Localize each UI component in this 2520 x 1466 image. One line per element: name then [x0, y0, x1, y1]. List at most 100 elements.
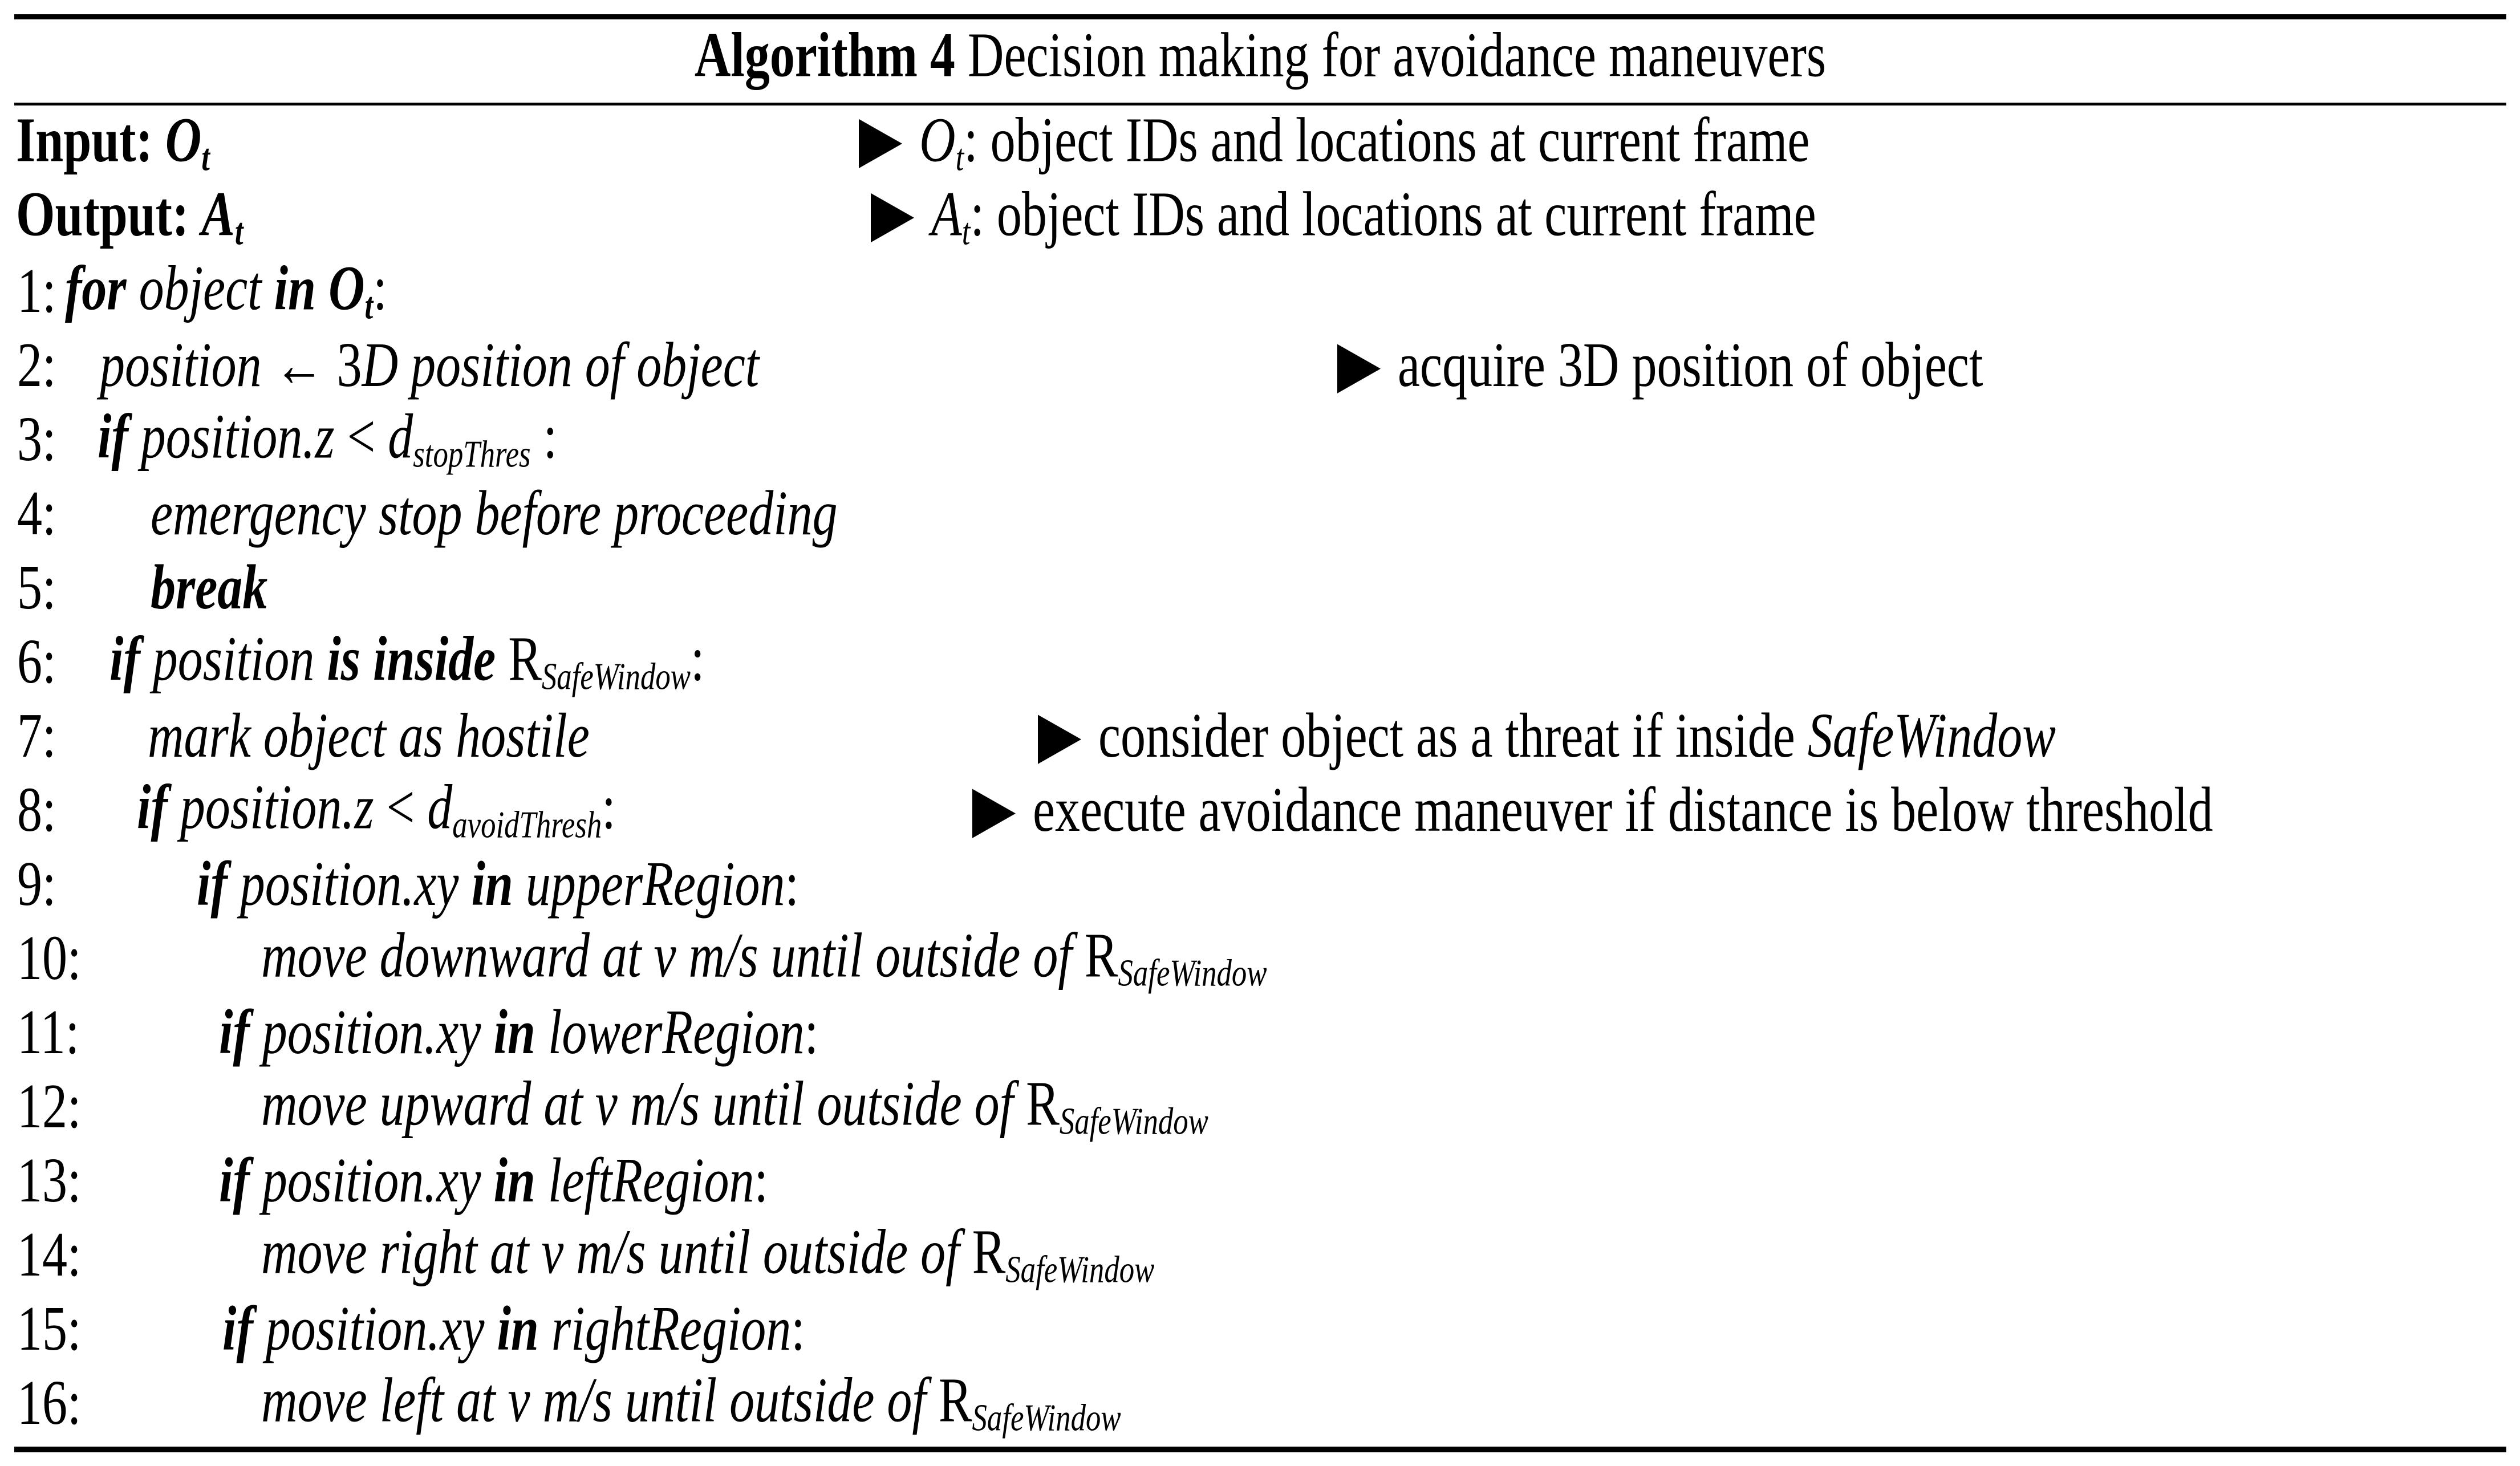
- text-segment: if: [109, 624, 153, 695]
- text-segment: upperRegion: [525, 849, 785, 920]
- code-text: if position.z < dstopThres :: [98, 390, 557, 501]
- comment-marker-icon: [972, 789, 1016, 838]
- inline-comment: execute avoidance maneuver if distance i…: [972, 764, 2213, 858]
- header-rule: [14, 103, 2506, 105]
- algo-line-16: 16:move left at v m/s until outside of R…: [0, 1366, 2520, 1445]
- code-text: if position.xy in rightRegion:: [222, 1282, 805, 1376]
- text-segment: break: [151, 553, 268, 623]
- text-segment: position.xy: [265, 1294, 497, 1365]
- algo-line-12: 12: move upward at v m/s until outside of…: [0, 1069, 2520, 1149]
- code-text: move left at v m/s until outside of RSaf…: [261, 1354, 1121, 1465]
- text-segment: position.xy: [262, 997, 494, 1068]
- comment-marker-icon: [1337, 344, 1381, 393]
- text-segment: in: [471, 849, 526, 920]
- text-segment: :: [754, 1146, 768, 1216]
- text-segment: R: [1026, 1069, 1060, 1139]
- code-text: if position.z < davoidThresh:: [137, 761, 616, 872]
- text-segment: if: [137, 772, 180, 843]
- text-segment: SafeWindow: [1118, 952, 1267, 994]
- text-segment: SafeWindow: [541, 656, 691, 698]
- text-segment: :: [373, 253, 387, 324]
- text-segment: stopThres: [413, 433, 531, 476]
- text-segment: move upward at v m/s until outside of: [261, 1069, 1026, 1139]
- line-number: 4:: [17, 478, 56, 549]
- text-segment: if: [222, 1294, 266, 1365]
- inline-comment: At: object IDs and locations at current …: [871, 168, 1816, 279]
- inline-comment: acquire 3D position of object: [1337, 319, 1983, 413]
- algorithm-caption: Decision making for avoidance maneuvers: [955, 20, 1827, 91]
- line-number: 5:: [17, 553, 56, 623]
- text-segment: position.z: [140, 401, 347, 472]
- code-text: move downward at v m/s until outside of …: [261, 909, 1267, 1020]
- comment-marker-icon: [859, 119, 902, 169]
- text-segment: object: [139, 253, 274, 324]
- text-segment: d: [388, 401, 413, 472]
- code-text: if position is inside RSafeWindow:: [109, 612, 704, 724]
- text-segment: O: [919, 105, 956, 176]
- algo-line-8: 8:if position.z < davoidThresh:execute a…: [0, 773, 2520, 852]
- algo-line-10: 10: move downward at v m/s until outside …: [0, 921, 2520, 1001]
- text-segment: if: [219, 997, 262, 1068]
- text-segment: mark object as hostile: [148, 701, 590, 771]
- line-number: 11:: [17, 997, 80, 1068]
- text-segment: leftRegion: [547, 1146, 754, 1216]
- text-segment: move downward at v m/s until outside of: [261, 920, 1085, 991]
- code-text: move right at v m/s until outside of RSa…: [261, 1205, 1154, 1317]
- text-segment: :: [785, 849, 799, 920]
- text-segment: if: [197, 849, 240, 920]
- text-segment: O: [328, 253, 365, 324]
- text-segment: in: [493, 997, 548, 1068]
- line-number: 1:: [17, 256, 56, 327]
- code-text: position ← 3D position of object: [100, 319, 759, 413]
- code-text: break: [151, 541, 267, 635]
- text-segment: : object IDs and locations at current fr…: [964, 105, 1810, 176]
- text-segment: in: [497, 1294, 551, 1365]
- algo-line-6: 6:if position is inside RSafeWindow:: [0, 624, 2520, 704]
- comment-marker-icon: [871, 193, 914, 243]
- code-text: if position.xy in leftRegion:: [219, 1134, 768, 1228]
- line-number: 16:: [17, 1368, 82, 1439]
- algorithm-title-text: Algorithm 4 Decision making for avoidanc…: [695, 2, 1826, 109]
- inline-comment: Ot: object IDs and locations at current …: [859, 94, 1809, 205]
- algo-line-5: 5: break: [0, 553, 2520, 630]
- text-segment: R: [972, 1217, 1006, 1288]
- algo-line-11: 11:if position.xy in lowerRegion:: [0, 997, 2520, 1075]
- code-text: emergency stop before proceeding: [151, 467, 838, 561]
- algo-line-14: 14:move right at v m/s until outside of …: [0, 1217, 2520, 1297]
- text-segment: O: [165, 105, 202, 176]
- text-segment: :: [602, 772, 616, 843]
- inline-comment: consider object as a threat if inside Sa…: [1038, 689, 2056, 783]
- text-segment: <: [347, 401, 388, 472]
- line-number: 10:: [17, 923, 82, 994]
- text-segment: : object IDs and locations at current fr…: [970, 179, 1816, 250]
- text-segment: is inside: [327, 624, 509, 695]
- text-segment: t: [364, 285, 374, 327]
- algo-line-3: 3:if position.z < dstopThres :: [0, 402, 2520, 482]
- text-segment: t: [961, 211, 971, 253]
- line-number: 7:: [17, 701, 56, 771]
- text-segment: R: [508, 624, 542, 695]
- line-number: 6:: [17, 627, 56, 697]
- line-number: 12:: [17, 1071, 82, 1142]
- code-text: move upward at v m/s until outside of RS…: [261, 1057, 1208, 1168]
- comment-marker-icon: [1038, 714, 1081, 764]
- line-number: 2:: [17, 330, 56, 401]
- text-segment: Input:: [16, 105, 165, 176]
- bottom-rule: [14, 1447, 2506, 1452]
- code-text: for object in Ot:: [65, 242, 387, 353]
- line-number: 14:: [17, 1220, 82, 1290]
- text-segment: in: [493, 1146, 548, 1216]
- text-segment: rightRegion: [551, 1294, 792, 1365]
- text-segment: consider object as a threat if inside: [1098, 701, 1808, 771]
- line-number: 15:: [17, 1294, 82, 1365]
- text-segment: D position of object: [362, 330, 760, 401]
- algo-line-7: 7: mark object as hostile consider object …: [0, 701, 2520, 778]
- text-segment: if: [98, 401, 141, 472]
- text-segment: Output:: [16, 179, 202, 250]
- algo-line-4: 4:emergency stop before proceeding: [0, 478, 2520, 556]
- text-segment: position: [152, 624, 327, 695]
- line-number: 9:: [17, 849, 56, 920]
- text-segment: :: [804, 997, 819, 1068]
